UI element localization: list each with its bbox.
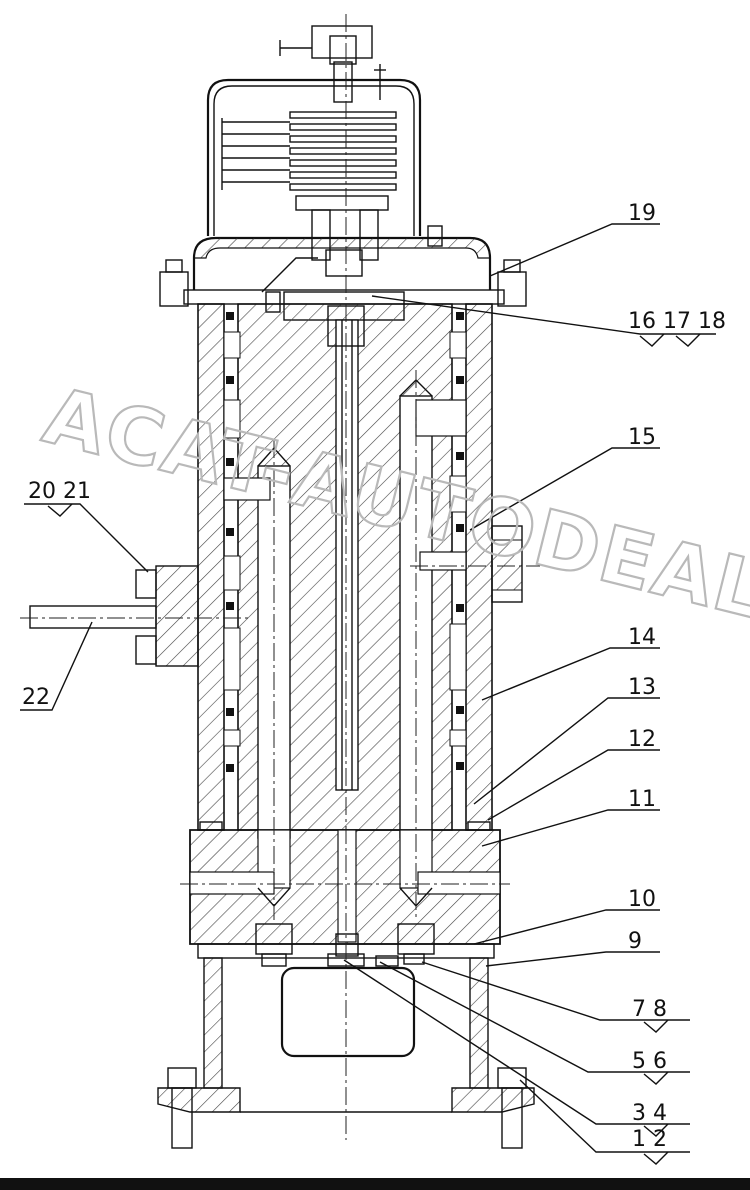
top-housing bbox=[206, 25, 422, 277]
centerlines bbox=[20, 14, 540, 1140]
stand bbox=[157, 943, 535, 1149]
leader-lines bbox=[20, 223, 716, 1165]
callout-11: 11 bbox=[628, 787, 656, 812]
callout-7-8: 7 8 bbox=[632, 997, 667, 1022]
callout-15: 15 bbox=[628, 425, 656, 450]
callout-9: 9 bbox=[628, 929, 642, 954]
base-block bbox=[189, 821, 501, 945]
callout-1-2: 1 2 bbox=[632, 1127, 667, 1152]
callout-16-17-18: 16 17 18 bbox=[628, 309, 726, 334]
seal-grooves bbox=[223, 331, 467, 747]
o-rings bbox=[226, 312, 464, 772]
callout-10: 10 bbox=[628, 887, 656, 912]
cylinder-body bbox=[197, 303, 523, 839]
callout-19: 19 bbox=[628, 201, 656, 226]
callout-20-21: 20 21 bbox=[28, 479, 91, 504]
heat-sink-fins bbox=[221, 111, 397, 191]
dome-cover bbox=[192, 225, 492, 293]
bottom-bar bbox=[0, 1178, 750, 1190]
callout-13: 13 bbox=[628, 675, 656, 700]
callout-14: 14 bbox=[628, 625, 656, 650]
callout-12: 12 bbox=[628, 727, 656, 752]
callout-22: 22 bbox=[22, 685, 50, 710]
top-fitting bbox=[279, 25, 386, 103]
callout-3-4: 3 4 bbox=[632, 1101, 667, 1126]
side-flange bbox=[29, 565, 199, 667]
callout-5-6: 5 6 bbox=[632, 1049, 667, 1074]
callout-labels: 19 16 17 18 15 20 21 22 14 13 12 11 10 9… bbox=[22, 201, 726, 1152]
